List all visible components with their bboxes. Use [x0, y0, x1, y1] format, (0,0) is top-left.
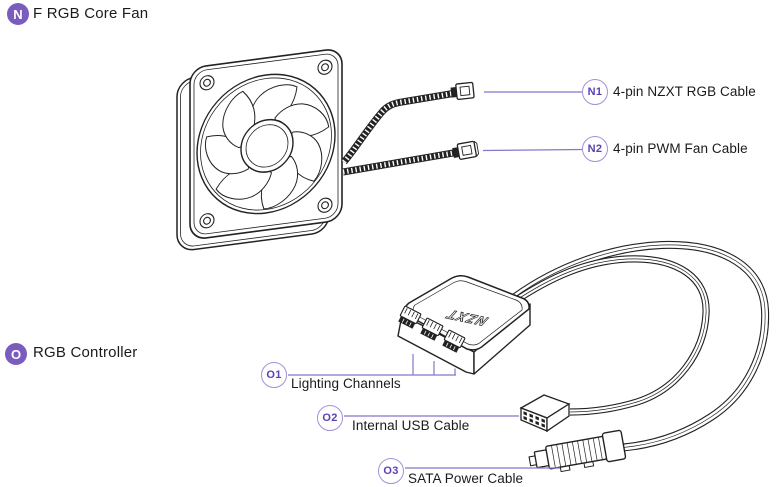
callout-label-n2: 4-pin PWM Fan Cable [613, 141, 748, 156]
usb-connector [519, 394, 571, 433]
fan-hub [240, 118, 294, 173]
sata-cable-loop [512, 240, 770, 452]
callout-badge-o1: O1 [261, 362, 287, 388]
callout-badge-n1: N1 [582, 79, 608, 105]
lighting-ports [398, 305, 466, 353]
callout-badge-n2: N2 [582, 136, 608, 162]
fan-section-title: F RGB Core Fan [33, 5, 149, 22]
rgb-cable-connector [450, 81, 475, 101]
callout-label-o1: Lighting Channels [291, 376, 401, 391]
fan-illustration [176, 49, 480, 251]
callout-badge-o3: O3 [378, 458, 404, 484]
pwm-cable-connector [452, 140, 480, 160]
callout-leader-lines [288, 91, 583, 469]
fan-section-badge: N [7, 3, 29, 25]
usb-cable-loop [509, 255, 710, 416]
controller-body [397, 274, 531, 375]
controller-section-title: RGB Controller [33, 344, 138, 361]
controller-section-badge: O [5, 343, 27, 365]
pwm-cable [342, 148, 460, 176]
leader-line-n2 [482, 148, 583, 152]
callout-label-o2: Internal USB Cable [352, 418, 470, 433]
callout-label-n1: 4-pin NZXT RGB Cable [613, 84, 756, 99]
controller-illustration: NZXT [397, 274, 531, 375]
fan-screw-holes [199, 59, 333, 229]
sata-connector [528, 429, 627, 473]
rgb-cable [341, 89, 457, 165]
callout-badge-o2: O2 [317, 405, 343, 431]
callout-label-o3: SATA Power Cable [408, 471, 524, 486]
